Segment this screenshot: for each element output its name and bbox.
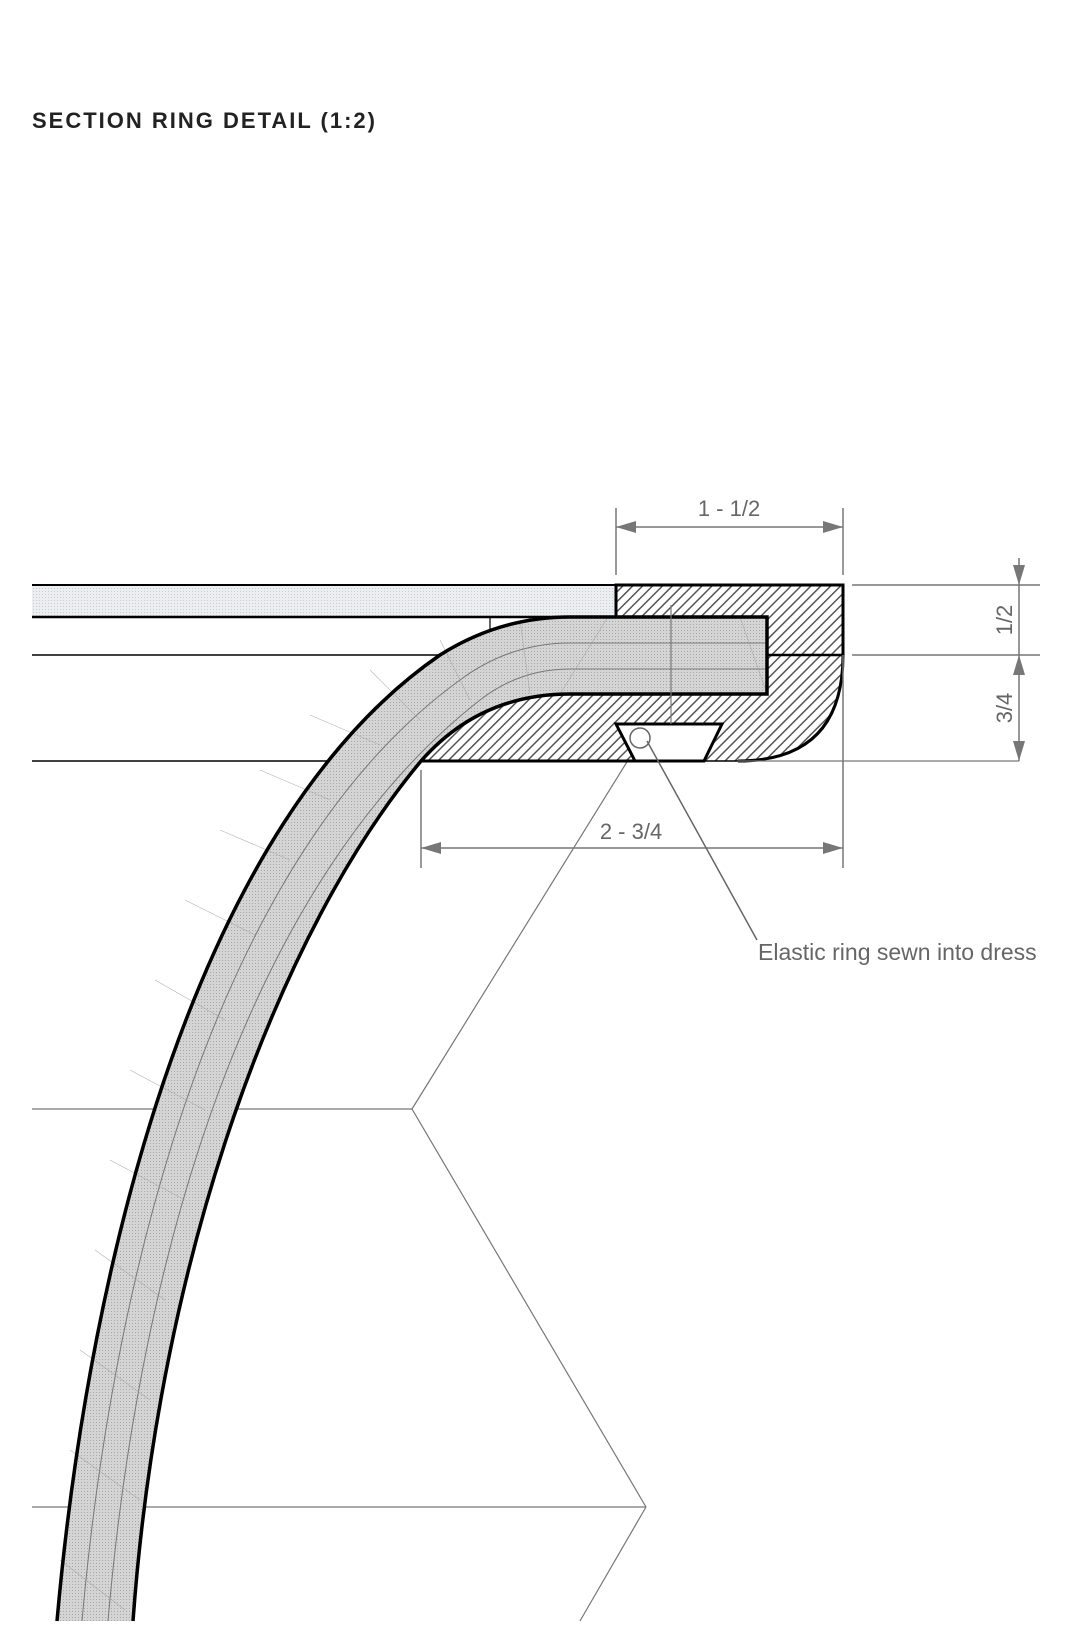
dimension-bottom-height-label: 3/4: [992, 693, 1017, 724]
dimension-overall-width: [420, 655, 844, 868]
callout-elastic-ring: Elastic ring sewn into dress: [758, 939, 1037, 965]
band-outline: [55, 615, 769, 1622]
dimension-heights: [852, 558, 1040, 761]
ring-block-outline: [421, 583, 1019, 763]
bent-band: [57, 617, 767, 1621]
dimension-ring-width: [615, 508, 844, 575]
dimension-overall-width-label: 2 - 3/4: [600, 819, 662, 844]
dimension-ring-width-label: 1 - 1/2: [698, 496, 760, 521]
elastic-channel: [613, 722, 725, 763]
band-grain-lines: [81, 642, 767, 1622]
elastic-ring-icon: [629, 727, 651, 749]
ring-block-hatched: [421, 585, 843, 761]
drawing-title: SECTION RING DETAIL (1:2): [32, 108, 377, 133]
top-plank: [32, 584, 616, 632]
dimension-top-height-label: 1/2: [992, 605, 1017, 636]
callout-leader: [646, 740, 758, 941]
